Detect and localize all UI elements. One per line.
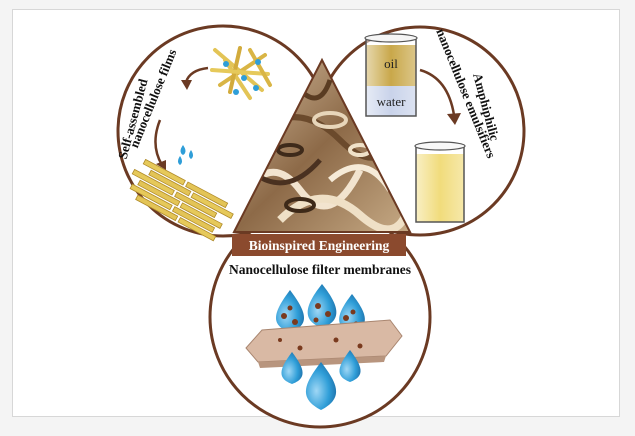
- filter-membrane-icon: [245, 319, 403, 368]
- aligned-fiber-film-icon: [129, 158, 234, 242]
- right-arrow-head: [447, 113, 461, 125]
- center-label-bg: [232, 234, 406, 256]
- left-arrow-bottom: [154, 119, 164, 166]
- contaminated-droplets-icon: [276, 284, 365, 333]
- random-fiber-network-icon: [210, 46, 272, 100]
- bottom-title: Nanocellulose filter membranes: [229, 262, 411, 277]
- water-label: water: [377, 94, 407, 109]
- oil-water-beaker-icon: [364, 33, 418, 117]
- right-arrow: [419, 68, 456, 116]
- clean-droplets-icon: [281, 350, 361, 410]
- emulsion-beaker-icon: [414, 141, 466, 223]
- center-label: Bioinspired Engineering: [249, 238, 390, 253]
- center-triangle-border: [232, 57, 412, 233]
- left-arrow-top-head: [181, 80, 192, 90]
- water-drops-icon: [178, 145, 193, 165]
- oil-label: oil: [384, 56, 398, 71]
- left-arrow-bottom-head: [156, 160, 166, 170]
